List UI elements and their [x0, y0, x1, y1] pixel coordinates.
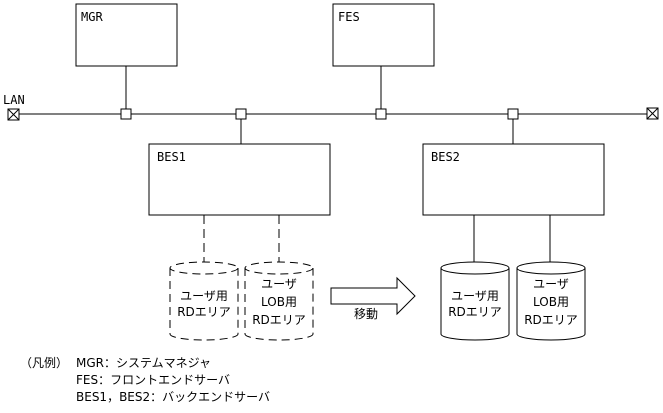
lan-junction-fes — [375, 108, 387, 120]
lan-terminator-left — [7, 108, 20, 121]
mgr-label: MGR — [81, 10, 103, 24]
lan-junction-bes1 — [235, 108, 247, 120]
lan-terminator-right — [646, 107, 659, 120]
bes2-user-rd-area-cylinder — [440, 261, 510, 341]
bes1-user-lob-area-cylinder — [244, 261, 314, 341]
bes1-user-rd-line1: ユーザ用 — [180, 289, 228, 303]
legend: （凡例） MGR：システムマネジャ FES：フロントエンドサーバ BES1，BES… — [20, 355, 270, 406]
move-arrow-label: 移動 — [354, 307, 378, 321]
lan-junction-mgr — [120, 108, 132, 120]
lan-label: LAN — [3, 93, 25, 107]
bes1-user-lob-line2: LOB用 — [261, 295, 297, 309]
lan-junction-bes2 — [507, 108, 519, 120]
bes2-label: BES2 — [431, 150, 460, 164]
move-arrow — [330, 276, 416, 316]
legend-item-bes: BES1，BES2：バックエンドサーバ — [76, 390, 271, 404]
bes2-box — [422, 143, 605, 216]
bes2-user-rd-line2: RDエリア — [448, 305, 502, 319]
bes1-user-rd-area-cylinder — [169, 261, 239, 341]
bes2-user-lob-line1: ユーザ — [533, 277, 569, 291]
fes-box — [332, 3, 435, 67]
bes1-user-lob-line3: RDエリア — [252, 313, 306, 327]
bes1-user-rd-line2: RDエリア — [177, 305, 231, 319]
legend-item-fes: FES：フロントエンドサーバ — [76, 373, 230, 387]
legend-heading: （凡例） — [20, 356, 69, 370]
bes2-user-lob-line3: RDエリア — [524, 313, 578, 327]
bes2-user-lob-line2: LOB用 — [533, 295, 569, 309]
bes1-user-lob-line1: ユーザ — [261, 277, 297, 291]
legend-item-mgr: MGR：システムマネジャ — [76, 356, 212, 370]
bes1-box — [148, 143, 331, 216]
bes2-user-rd-line1: ユーザ用 — [451, 289, 499, 303]
bes1-label: BES1 — [157, 150, 186, 164]
bes2-user-lob-area-cylinder — [516, 261, 586, 341]
fes-label: FES — [338, 10, 360, 24]
